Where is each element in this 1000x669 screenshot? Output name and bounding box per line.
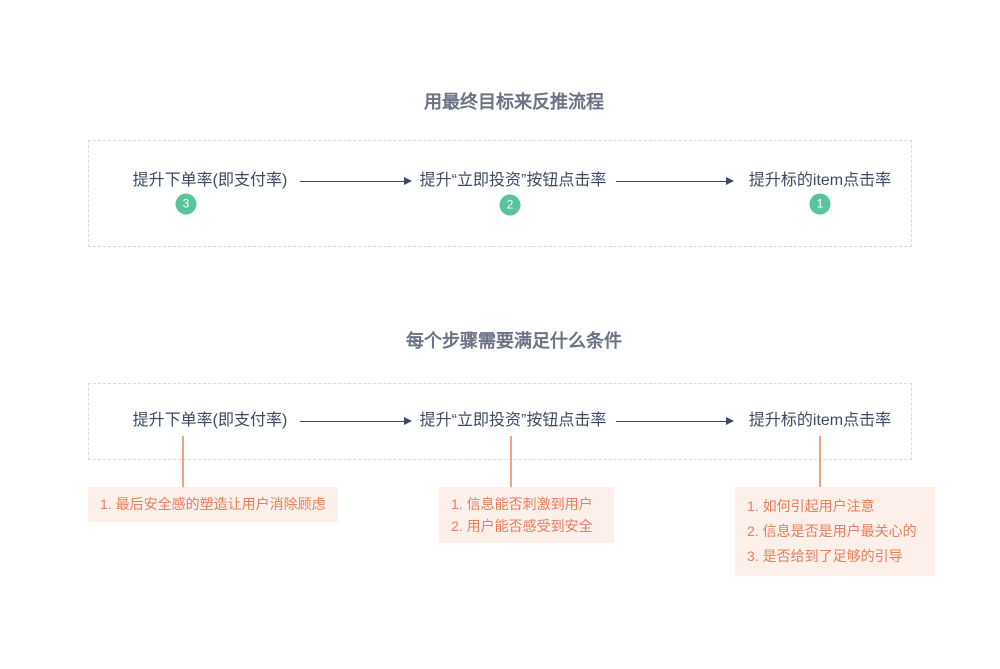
step-badge-1: 1 xyxy=(809,193,831,215)
note-item: 3. 是否给到了足够的引导 xyxy=(747,548,903,564)
note-box-item-click: 1. 如何引起用户注意 2. 信息是否是用户最关心的 3. 是否给到了足够的引导 xyxy=(735,487,935,576)
flow-node-item-click: 提升标的item点击率 xyxy=(748,412,892,429)
section2-title: 每个步骤需要满足什么条件 xyxy=(406,331,622,351)
step-badge-2: 2 xyxy=(499,194,521,216)
note-box-order-rate: 1. 最后安全感的塑造让用户消除顾虑 xyxy=(88,487,338,522)
section1-title: 用最终目标来反推流程 xyxy=(424,92,604,112)
connector-line xyxy=(819,436,821,487)
note-box-invest-button: 1. 信息能否刺激到用户 2. 用户能否感受到安全 xyxy=(439,487,614,543)
flow-node-invest-button: 提升“立即投资”按钮点击率 xyxy=(419,412,607,429)
connector-line xyxy=(510,436,512,487)
connector-line xyxy=(182,436,184,487)
section2-flow-box xyxy=(88,383,912,460)
note-item: 1. 如何引起用户注意 xyxy=(747,498,875,514)
flow-node-order-rate: 提升下单率(即支付率) xyxy=(132,412,288,429)
note-item: 2. 用户能否感受到安全 xyxy=(451,518,593,534)
flow-node-invest-button: 提升“立即投资”按钮点击率 xyxy=(419,172,607,189)
note-item: 1. 最后安全感的塑造让用户消除顾虑 xyxy=(100,496,326,512)
step-badge-3: 3 xyxy=(175,193,197,215)
flow-arrow-icon xyxy=(300,417,412,425)
note-item: 1. 信息能否刺激到用户 xyxy=(451,496,593,512)
flow-arrow-icon xyxy=(616,417,734,425)
note-item: 2. 信息是否是用户最关心的 xyxy=(747,523,917,539)
section1-flow-box xyxy=(88,140,912,247)
flow-node-item-click: 提升标的item点击率 xyxy=(748,172,892,189)
flow-arrow-icon xyxy=(300,177,412,185)
flow-node-order-rate: 提升下单率(即支付率) xyxy=(132,172,288,189)
flow-arrow-icon xyxy=(616,177,734,185)
